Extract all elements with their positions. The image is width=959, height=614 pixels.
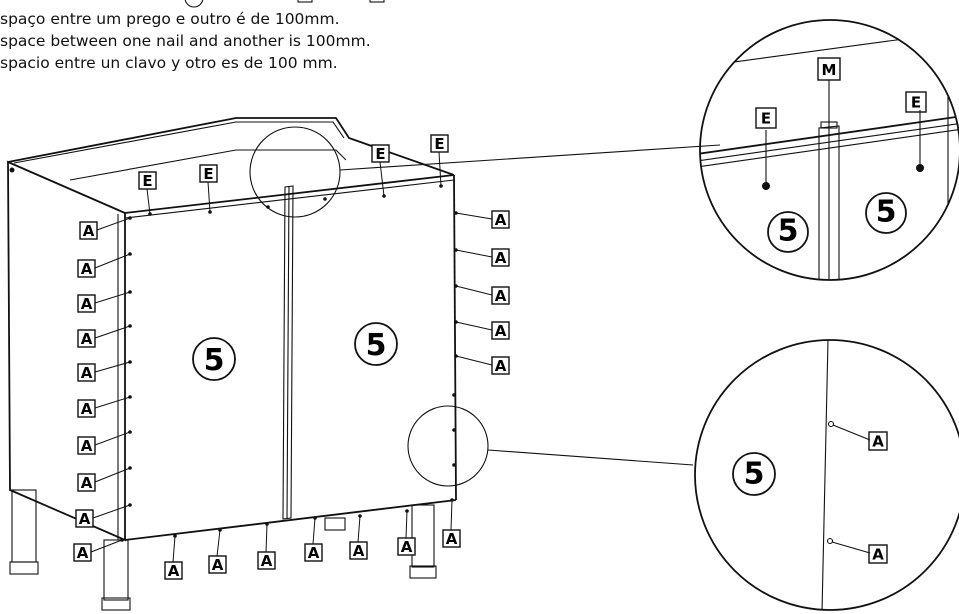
nail-label-bottom-3: A [257,551,276,570]
nail-dot [452,463,456,467]
nail-label-right-1: A [491,210,510,229]
cabinet-bottom-edge [124,499,457,541]
detail-circle-top [249,126,341,218]
nail-label-right-3: A [491,286,510,305]
nail-label-left-9: A [75,509,94,528]
nail-label-left-4: A [77,329,96,348]
svg-text:A: A [81,437,93,455]
nail-label-bottom-4: A [304,543,323,562]
panel-number-zoom-left: 5 [767,211,809,253]
svg-text:A: A [446,530,458,548]
screw-dot [323,197,327,201]
svg-text:5: 5 [876,195,897,230]
cabinet-right-edge [453,174,457,501]
nail-label-bottom-5: A [349,541,368,560]
svg-text:E: E [375,145,385,163]
instruction-text-block: spaço entre um prego e outro é de 100mm.… [0,8,371,74]
nail-label-left-10: A [73,543,92,562]
svg-text:E: E [911,93,921,111]
svg-text:5: 5 [778,214,799,249]
svg-text:E: E [434,135,444,153]
svg-text:A: A [401,538,413,556]
nail-label-left-2: A [77,259,96,278]
panel-number-left: 5 [192,337,236,381]
panel-number-zoom-bottom: 5 [732,452,776,496]
svg-text:A: A [495,357,507,375]
nail-label-left-8: A [77,473,96,492]
svg-text:A: A [81,260,93,278]
nail-label-bottom-7: A [442,529,461,548]
nail-dot [452,428,456,432]
svg-text:5: 5 [204,343,225,378]
instruction-english: space between one nail and another is 10… [0,32,371,50]
svg-text:A: A [308,544,320,562]
nail-label-left-5: A [77,363,96,382]
svg-text:A: A [81,400,93,418]
svg-text:A: A [212,556,224,574]
nail-label-right-5: A [491,356,510,375]
nail-dot [452,393,456,397]
nail-label-left-6: A [77,399,96,418]
screw-label-1: E [138,171,157,190]
cabinet-left-side [7,160,126,542]
nail-label-left-1: A [79,221,98,240]
svg-text:E: E [761,109,771,127]
nail-label-left-7: A [77,436,96,455]
zoom-connector-top [339,144,721,171]
svg-text:A: A [83,222,95,240]
screw-label-zoom-left: E [755,107,777,129]
nail-label-zoom-2: A [868,544,888,564]
cabinet-legs [9,489,437,611]
nail-label-zoom-1: A [868,431,888,451]
zoom-view-bottom [694,339,959,611]
strip-label-zoom: M [817,57,841,81]
svg-text:A: A [495,322,507,340]
svg-text:A: A [79,510,91,528]
svg-text:A: A [81,330,93,348]
svg-text:M: M [822,61,837,79]
door-split-strip [282,185,294,520]
svg-text:A: A [495,249,507,267]
detail-circle-bottom [407,405,489,487]
svg-text:E: E [142,172,152,190]
svg-text:E: E [203,165,213,183]
svg-text:5: 5 [744,456,765,491]
svg-text:A: A [261,552,273,570]
nail-label-bottom-1: A [164,561,183,580]
nail-label-right-2: A [491,248,510,267]
svg-text:A: A [168,562,180,580]
screw-label-zoom-right: E [905,91,927,113]
nail-label-bottom-6: A [397,537,416,556]
cabinet [7,117,457,611]
instruction-portuguese: spaço entre um prego e outro é de 100mm. [0,10,340,28]
nail-label-bottom-2: A [208,555,227,574]
svg-text:5: 5 [366,328,387,363]
svg-text:A: A [81,295,93,313]
svg-text:A: A [495,211,507,229]
svg-text:A: A [81,474,93,492]
panel-number-right: 5 [354,322,398,366]
panel-number-zoom-right: 5 [865,192,907,234]
screw-label-3: E [371,144,390,163]
nail-label-left-3: A [77,294,96,313]
screw-label-2: E [199,164,218,183]
nail-label-right-4: A [491,321,510,340]
svg-text:A: A [872,545,884,563]
svg-text:A: A [872,432,884,450]
svg-text:A: A [353,542,365,560]
svg-text:A: A [495,287,507,305]
svg-text:A: A [81,364,93,382]
zoom-connector-bottom [487,449,694,466]
svg-text:A: A [77,544,89,562]
screw-label-4: E [430,134,449,153]
clipped-top-line [184,0,385,8]
instruction-spanish: spacio entre un clavo y otro es de 100 m… [0,54,338,72]
